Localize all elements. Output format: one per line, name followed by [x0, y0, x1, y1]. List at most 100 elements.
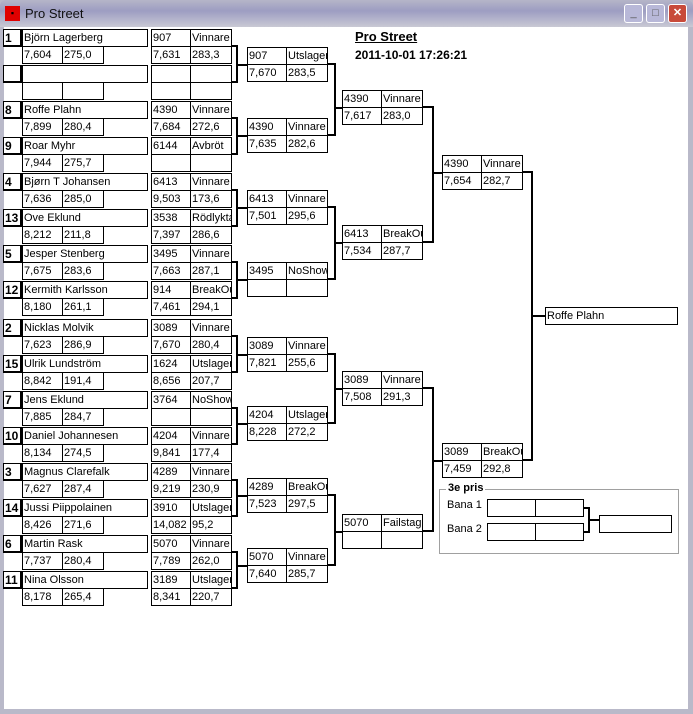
bracket-connector: [432, 460, 442, 462]
speed: 287,1: [190, 262, 232, 280]
app-icon: ▪: [5, 6, 20, 21]
bracket-connector: [423, 106, 434, 108]
car-number: 4204: [151, 427, 191, 445]
reaction-time: [22, 82, 63, 100]
driver-name: Jesper Stenberg: [22, 245, 148, 263]
result-status: [190, 65, 232, 83]
reaction-time: 7,821: [247, 354, 287, 372]
result-status: Rödlykta: [190, 209, 232, 227]
speed: [286, 279, 328, 297]
bracket-connector: [231, 371, 238, 373]
seed-number: 7: [3, 391, 22, 409]
bracket-connector: [236, 354, 247, 356]
reaction-time: 7,944: [22, 154, 63, 172]
speed: 295,6: [286, 207, 328, 225]
driver-name: Ulrik Lundström: [22, 355, 148, 373]
bracket-connector: [236, 495, 247, 497]
reaction-time: [151, 154, 191, 172]
result-status: Utslagen: [190, 571, 232, 589]
window-title: Pro Street: [25, 6, 84, 21]
seed-number: 13: [3, 209, 22, 227]
bracket-connector: [334, 242, 342, 244]
reaction-time: 7,675: [22, 262, 63, 280]
driver-name: Bjørn T Johansen: [22, 173, 148, 191]
speed: 287,4: [62, 480, 104, 498]
reaction-time: 7,670: [151, 336, 191, 354]
speed: 287,7: [381, 242, 423, 260]
bracket-connector: [231, 153, 238, 155]
speed: 285,7: [286, 565, 328, 583]
speed: [62, 82, 104, 100]
bracket-connector: [231, 297, 238, 299]
reaction-time: 9,841: [151, 444, 191, 462]
speed: 211,8: [62, 226, 104, 244]
bracket-connector: [334, 63, 336, 136]
result-status: Vinnare: [381, 371, 423, 389]
seed-number: 11: [3, 571, 22, 589]
maximize-button[interactable]: □: [646, 4, 665, 23]
bracket-connector: [236, 279, 247, 281]
close-button[interactable]: ✕: [668, 4, 687, 23]
speed: 283,3: [190, 46, 232, 64]
bracket-connector: [423, 241, 434, 243]
speed: 297,5: [286, 495, 328, 513]
bracket-connector: [231, 515, 238, 517]
reaction-time: [151, 408, 191, 426]
result-status: Failstage: [381, 514, 423, 532]
result-status: BreakOut: [286, 478, 328, 496]
lane1-label: Bana 1: [447, 499, 482, 511]
bracket-connector: [328, 494, 336, 496]
reaction-time: 7,635: [247, 135, 287, 153]
lane2-status: [535, 523, 584, 541]
speed: 282,6: [286, 135, 328, 153]
seed-number: [3, 65, 22, 83]
speed: 230,9: [190, 480, 232, 498]
result-status: Utslagen: [190, 499, 232, 517]
bracket-connector: [423, 387, 434, 389]
bracket-connector: [523, 459, 533, 461]
car-number: 6413: [247, 190, 287, 208]
bracket-connector: [231, 587, 238, 589]
car-number: 6413: [151, 173, 191, 191]
bracket-connector: [231, 81, 238, 83]
car-number: 4289: [151, 463, 191, 481]
result-status: Vinnare: [190, 173, 232, 191]
bracket-connector: [531, 315, 545, 317]
car-number: 3089: [342, 371, 382, 389]
result-status: Vinnare: [190, 535, 232, 553]
speed: 286,9: [62, 336, 104, 354]
driver-name: Martin Rask: [22, 535, 148, 553]
seed-number: 5: [3, 245, 22, 263]
result-status: Vinnare: [190, 463, 232, 481]
final-winner: Roffe Plahn: [545, 307, 678, 325]
reaction-time: 7,508: [342, 388, 382, 406]
bracket-connector: [328, 422, 336, 424]
car-number: 3189: [151, 571, 191, 589]
reaction-time: 8,341: [151, 588, 191, 606]
bracket-connector: [231, 335, 238, 337]
result-status: BreakOut: [481, 443, 523, 461]
bracket-connector: [328, 63, 336, 65]
result-status: Vinnare: [286, 337, 328, 355]
reaction-time: 7,627: [22, 480, 63, 498]
reaction-time: 7,654: [442, 172, 482, 190]
speed: [190, 154, 232, 172]
car-number: 1624: [151, 355, 191, 373]
bracket-connector: [231, 443, 238, 445]
speed: 291,3: [381, 388, 423, 406]
car-number: 6413: [342, 225, 382, 243]
minimize-button[interactable]: _: [624, 4, 643, 23]
driver-name: Roar Myhr: [22, 137, 148, 155]
bracket-connector: [334, 388, 342, 390]
driver-name: Jussi Piippolainen: [22, 499, 148, 517]
bracket-connector: [236, 551, 238, 589]
seed-number: 10: [3, 427, 22, 445]
speed: [190, 82, 232, 100]
speed: 294,1: [190, 298, 232, 316]
speed: 265,4: [62, 588, 104, 606]
result-status: Vinnare: [481, 155, 523, 173]
reaction-time: 7,684: [151, 118, 191, 136]
driver-name: Magnus Clarefalk: [22, 463, 148, 481]
reaction-time: 7,899: [22, 118, 63, 136]
speed: 191,4: [62, 372, 104, 390]
